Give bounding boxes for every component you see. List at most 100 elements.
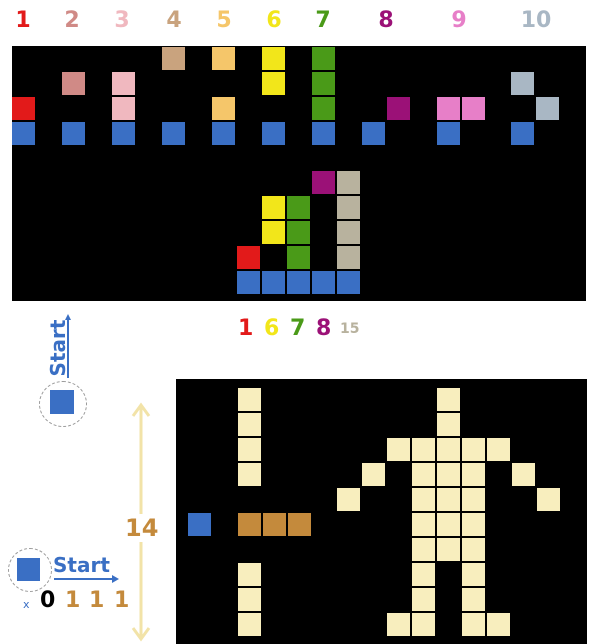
piece-2-base	[62, 122, 85, 145]
figure-head-1	[437, 388, 460, 411]
piece-9-block-b	[462, 97, 485, 120]
piece-10-base	[511, 122, 534, 145]
column-block-4	[238, 463, 261, 486]
figure-foot-right	[487, 613, 510, 636]
figure-leg-right-1	[462, 563, 485, 586]
figure-leg-left-1	[412, 563, 435, 586]
column-block-2	[238, 413, 261, 436]
piece-10-block-a	[511, 72, 534, 95]
figure-torso-2	[437, 463, 460, 486]
piece-3-base	[112, 122, 135, 145]
figure-leg-right-3	[462, 613, 485, 636]
piece-7-block-c	[312, 47, 335, 70]
piece-8-block	[387, 97, 410, 120]
piece-5-base	[212, 122, 235, 145]
column-bronze-2	[263, 513, 286, 536]
combined-gray-d	[337, 246, 360, 269]
combined-gray-c	[337, 221, 360, 244]
color-number-4: 4	[154, 8, 194, 33]
vertical-start-arrow-icon	[65, 314, 75, 380]
column-block-1	[238, 388, 261, 411]
piece-2-block	[62, 72, 85, 95]
color-number-8: 8	[366, 8, 406, 33]
color-number-5: 5	[204, 8, 244, 33]
piece-6-base	[262, 122, 285, 145]
vertical-start-label: Start	[45, 314, 71, 380]
pieces-panel	[12, 46, 586, 301]
sequence-number-7: 7	[290, 316, 305, 341]
figure-leg-left-2	[412, 588, 435, 611]
figure-panel	[176, 379, 587, 644]
color-number-6: 6	[254, 8, 294, 33]
figure-arm-right-1	[512, 463, 535, 486]
figure-hip-2	[437, 538, 460, 561]
column-block-5	[238, 563, 261, 586]
figure-leg-right-2	[462, 588, 485, 611]
figure-torso-5	[437, 488, 460, 511]
figure-head-2	[437, 413, 460, 436]
combined-green-a	[287, 246, 310, 269]
binary-x: x	[23, 598, 30, 611]
piece-5-block-b	[212, 47, 235, 70]
piece-4-base	[162, 122, 185, 145]
figure-torso-9	[462, 513, 485, 536]
figure-arm-left-2	[337, 488, 360, 511]
column-block-6	[238, 588, 261, 611]
piece-7-block-a	[312, 97, 335, 120]
figure-leg-left-3	[412, 613, 435, 636]
figure-shoulder-5	[487, 438, 510, 461]
figure-arm-left-1	[362, 463, 385, 486]
figure-shoulder-2	[412, 438, 435, 461]
bottom-start-block	[17, 558, 40, 581]
piece-9-block-a	[437, 97, 460, 120]
figure-shoulder-3	[437, 438, 460, 461]
top-start-block	[50, 390, 74, 414]
piece-8-base	[362, 122, 385, 145]
sequence-number-6: 6	[264, 316, 279, 341]
figure-hip-3	[462, 538, 485, 561]
piece-6-block-a	[262, 72, 285, 95]
combined-base-5	[337, 271, 360, 294]
combined-gray-a	[337, 171, 360, 194]
piece-5-block-a	[212, 97, 235, 120]
color-number-1: 1	[3, 8, 43, 33]
figure-torso-7	[412, 513, 435, 536]
piece-4-block	[162, 47, 185, 70]
figure-hip-1	[412, 538, 435, 561]
column-bronze-3	[288, 513, 311, 536]
figure-foot-left	[387, 613, 410, 636]
piece-6-block-b	[262, 47, 285, 70]
figure-torso-8	[437, 513, 460, 536]
color-number-2: 2	[52, 8, 92, 33]
combined-gray-b	[337, 196, 360, 219]
figure-arm-right-2	[537, 488, 560, 511]
column-block-7	[238, 613, 261, 636]
combined-base-1	[237, 271, 260, 294]
sequence-number-8: 8	[316, 316, 331, 341]
color-number-10: 10	[516, 8, 556, 33]
piece-3-block-b	[112, 72, 135, 95]
color-number-3: 3	[102, 8, 142, 33]
combined-yellow-a	[262, 221, 285, 244]
combined-base-3	[287, 271, 310, 294]
height-label: 14	[123, 514, 160, 542]
combined-base-2	[262, 271, 285, 294]
combined-red	[237, 246, 260, 269]
piece-3-block-a	[112, 97, 135, 120]
color-number-7: 7	[303, 8, 343, 33]
binary-digit-3: 1	[89, 588, 104, 613]
combined-purple	[312, 171, 335, 194]
piece-1-red	[12, 97, 35, 120]
binary-digit-2: 1	[65, 588, 80, 613]
binary-digit-1: 0	[40, 588, 55, 613]
figure-shoulder-4	[462, 438, 485, 461]
column-bronze-1	[238, 513, 261, 536]
binary-digit-4: 1	[114, 588, 129, 613]
column-block-3	[238, 438, 261, 461]
piece-9-base	[437, 122, 460, 145]
figure-torso-4	[412, 488, 435, 511]
sequence-number-15: 15	[340, 321, 359, 337]
piece-1-base	[12, 122, 35, 145]
combined-base-4	[312, 271, 335, 294]
piece-7-block-b	[312, 72, 335, 95]
